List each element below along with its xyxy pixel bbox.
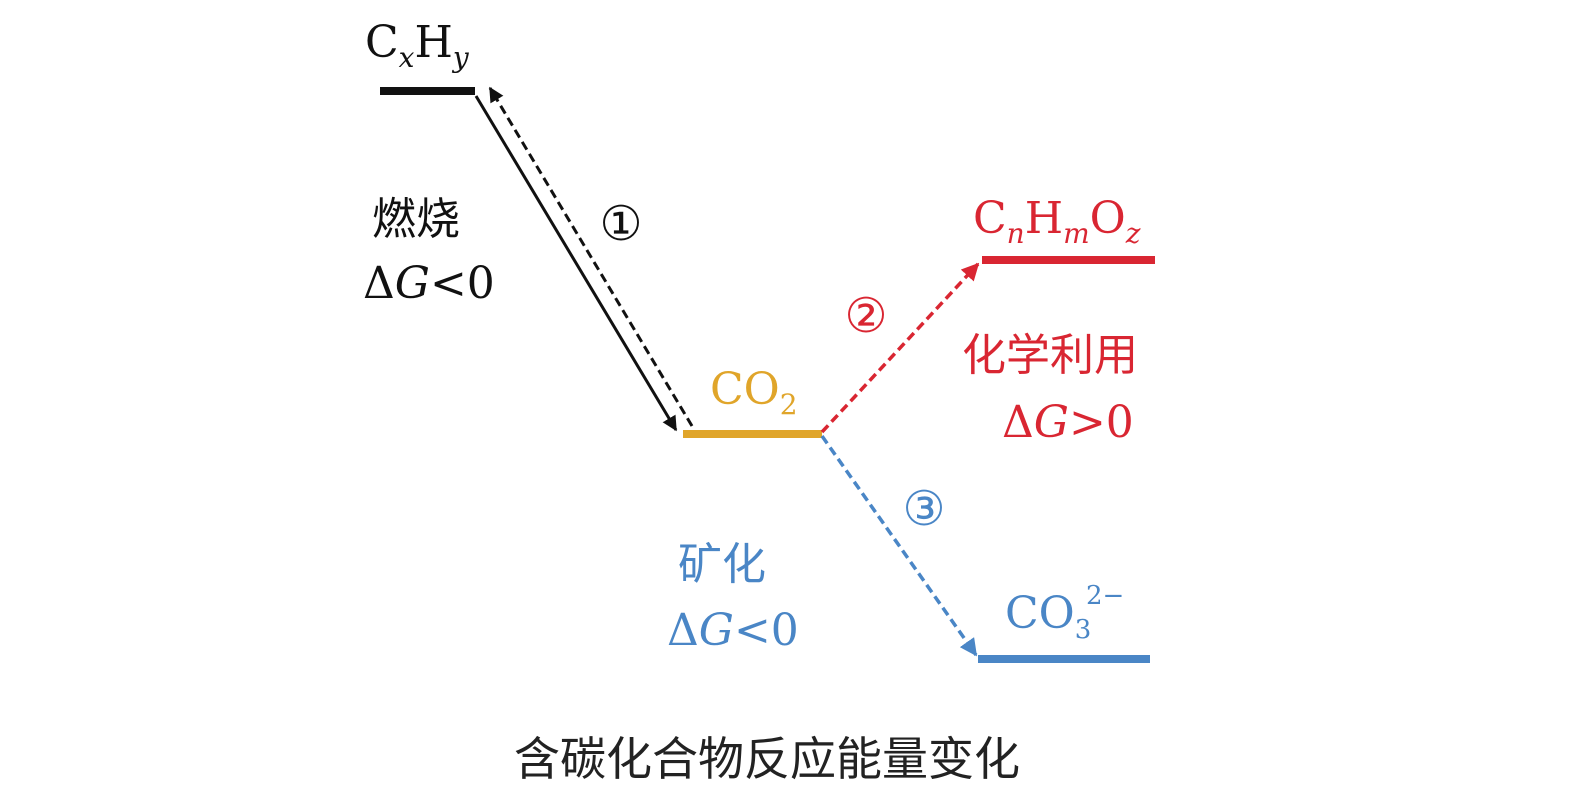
hydrocarbon-label: CxHy <box>365 17 470 74</box>
step-3-label: ③ <box>902 481 945 537</box>
mineralization-dg: ΔG<0 <box>667 605 799 656</box>
utilization-dg: ΔG>0 <box>1002 397 1134 448</box>
mineralization-arrow <box>820 434 978 657</box>
combustion-arrow <box>474 95 678 432</box>
carbonate-charge: 2− <box>1086 581 1124 611</box>
combustion-name: 燃烧 <box>372 194 460 245</box>
co2-label: CO2 <box>710 364 798 421</box>
reverse-arrow-dashed <box>488 86 694 427</box>
figure-caption: 含碳化合物反应能量变化 <box>514 732 1020 786</box>
mineralization-name: 矿化 <box>678 539 766 590</box>
utilization-name: 化学利用 <box>962 330 1138 381</box>
product-label: CnHmOz <box>973 193 1141 250</box>
carbonate-label: CO3 <box>1005 588 1091 645</box>
step-1-label: ① <box>599 196 642 252</box>
step-2-label: ② <box>844 288 887 344</box>
utilization-arrow <box>820 262 980 434</box>
combustion-dg: ΔG<0 <box>363 258 495 309</box>
